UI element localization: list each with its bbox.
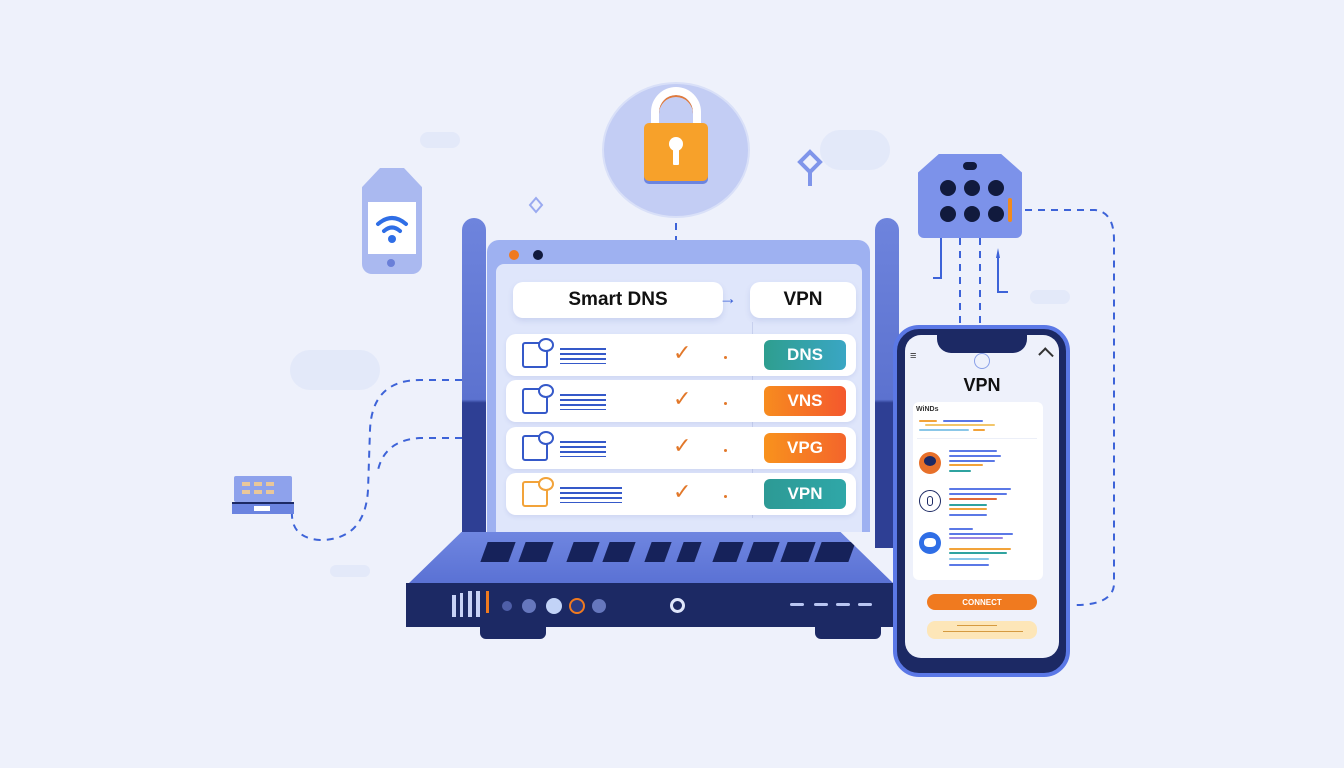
status-led — [592, 599, 606, 613]
dot — [724, 449, 727, 452]
status-led — [502, 601, 512, 611]
diamond-icon — [797, 149, 823, 175]
check-icon: ✓ — [673, 386, 692, 411]
avatar — [919, 452, 941, 474]
lock-avatar — [919, 490, 941, 512]
comparison-row[interactable]: ✓ VPN — [506, 473, 856, 515]
wifi-device-screen — [368, 202, 416, 254]
badge-vpn[interactable]: VPN — [764, 479, 846, 509]
shield-icon — [974, 353, 990, 369]
window-dot-orange[interactable] — [509, 250, 519, 260]
check-icon: ✓ — [673, 433, 692, 458]
arrow-right-icon: → — [719, 288, 737, 308]
dot — [724, 495, 727, 498]
router-antenna-left — [462, 218, 486, 548]
cloud-decoration — [330, 565, 370, 577]
router-foot — [480, 627, 546, 639]
dot — [724, 356, 727, 359]
home-button-icon — [387, 259, 395, 267]
keyhole-icon — [673, 147, 679, 165]
cloud-decoration — [820, 130, 890, 170]
vpn-header[interactable]: VPN — [750, 282, 856, 318]
badge-vns[interactable]: VNS — [764, 386, 846, 416]
smart-dns-header[interactable]: Smart DNS — [513, 282, 723, 318]
comparison-row[interactable]: ✓ VPG — [506, 427, 856, 469]
sparkle-icon — [528, 196, 544, 214]
device-icon — [522, 477, 554, 507]
status-led — [546, 598, 562, 614]
text-lines — [560, 394, 606, 410]
router-front-panel — [406, 583, 894, 627]
cloud-decoration — [1030, 290, 1070, 304]
text-lines — [560, 441, 606, 457]
device-icon — [522, 384, 554, 414]
dot — [724, 402, 727, 405]
power-led — [569, 598, 585, 614]
text-lines — [560, 487, 622, 503]
check-icon: ✓ — [673, 479, 692, 504]
padlock-shackle-icon — [651, 87, 701, 133]
cloud-decoration — [420, 132, 460, 148]
keyhole-icon — [669, 137, 683, 151]
device-icon — [522, 338, 554, 368]
laptop-icon — [234, 476, 292, 502]
connect-button[interactable]: CONNECT — [927, 594, 1037, 610]
wifi-icon — [376, 216, 408, 243]
badge-vpg[interactable]: VPG — [764, 433, 846, 463]
phone-content-card: WiNDs — [913, 402, 1043, 580]
server-icon — [918, 154, 1022, 238]
status-led — [522, 599, 536, 613]
router-foot — [815, 627, 881, 639]
phone-title: VPN — [963, 375, 1001, 395]
menu-icon[interactable]: ≡ — [910, 350, 917, 362]
text-lines — [560, 348, 606, 364]
badge-dns[interactable]: DNS — [764, 340, 846, 370]
card-heading: WiNDs — [916, 406, 939, 413]
phone-notch — [937, 333, 1027, 353]
chat-avatar — [919, 532, 941, 554]
check-icon: ✓ — [673, 340, 692, 365]
router-top — [408, 532, 894, 584]
cloud-decoration — [290, 350, 380, 390]
device-icon — [522, 431, 554, 461]
window-dot-dark[interactable] — [533, 250, 543, 260]
secondary-button[interactable] — [927, 621, 1037, 639]
comparison-row[interactable]: ✓ DNS — [506, 334, 856, 376]
power-button[interactable] — [670, 598, 685, 613]
laptop-base — [232, 502, 294, 514]
comparison-row[interactable]: ✓ VNS — [506, 380, 856, 422]
